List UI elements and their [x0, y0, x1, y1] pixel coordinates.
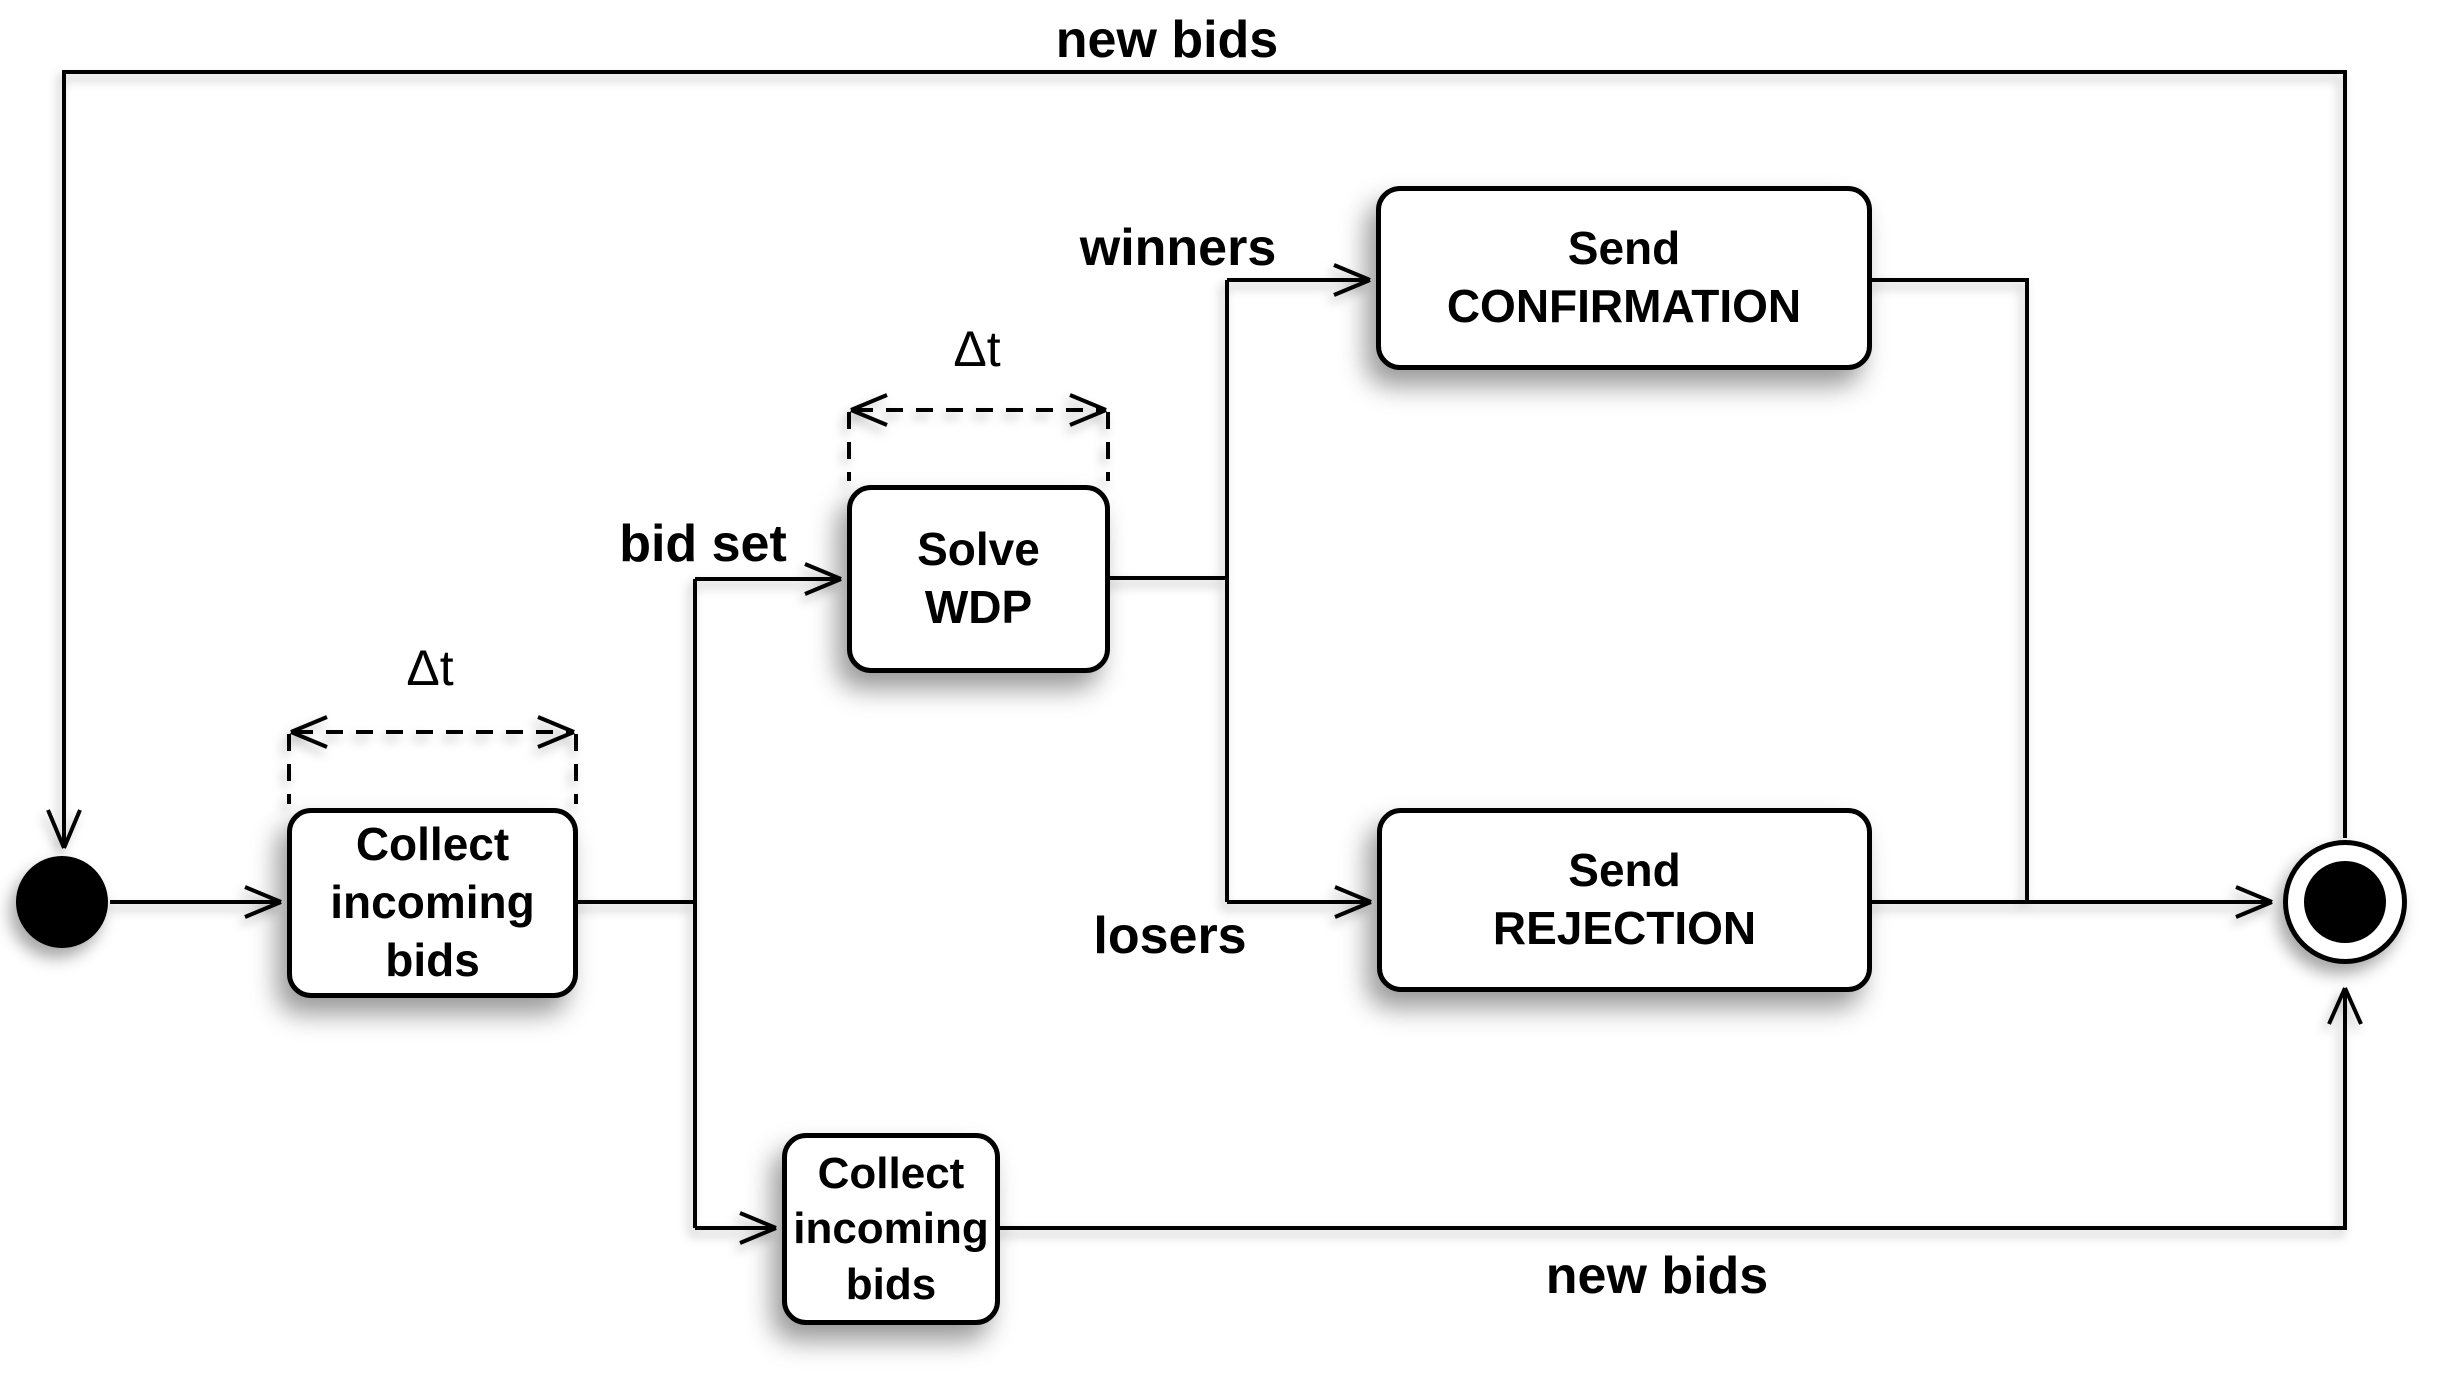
- arrowhead: [804, 562, 842, 596]
- activity-label-line: REJECTION: [1492, 902, 1757, 954]
- arrowhead: [46, 809, 82, 849]
- delta-t-bracket-solve: [847, 393, 1110, 481]
- activity-collect-incoming-bids-1: Collect incoming bids: [287, 808, 578, 998]
- initial-state-node: [16, 856, 108, 948]
- edge-label-winners: winners: [1079, 219, 1277, 277]
- activity-label-line: Solve: [917, 523, 1040, 576]
- dashed-line: [847, 408, 1110, 481]
- line: [1872, 278, 2029, 902]
- activity-label-line: Send: [1568, 844, 1681, 897]
- activity-label-line: CONFIRMATION: [1446, 280, 1802, 332]
- edge-rejection-to-final: [1872, 885, 2273, 919]
- edge-solve-split: [1110, 280, 1229, 902]
- edge-branch-to-collect2: [695, 1211, 777, 1245]
- arrowhead: [1334, 885, 1372, 919]
- final-state-node: [2283, 840, 2407, 964]
- activity-collect-incoming-bids-2: Collect incoming bids: [782, 1133, 1000, 1325]
- edge-label-new-bids-bottom: new bids: [1545, 1247, 1769, 1305]
- arrowhead: [244, 885, 282, 919]
- edge-winners: [1227, 263, 1371, 297]
- arrowhead: [1333, 263, 1371, 297]
- edge-label-new-bids-top: new bids: [1055, 11, 1279, 69]
- activity-solve-wdp: Solve WDP: [847, 485, 1110, 673]
- activity-send-confirmation: Send CONFIRMATION: [1376, 186, 1872, 370]
- activity-label-line: Collect: [817, 1148, 965, 1198]
- line: [578, 579, 697, 1228]
- arrowhead: [290, 715, 575, 749]
- edge-losers: [1227, 885, 1372, 919]
- activity-label-line: WDP: [924, 581, 1033, 633]
- edge-new-bids-bottom: [1000, 987, 2363, 1230]
- delta-t-bracket-collect: [287, 715, 578, 804]
- activity-send-rejection: Send REJECTION: [1377, 808, 1872, 992]
- arrowhead: [2327, 987, 2363, 1025]
- arrowhead: [739, 1211, 777, 1245]
- arrowhead: [850, 393, 1107, 427]
- edge-label-bid-set: bid set: [619, 515, 787, 573]
- edge-initial-to-collect: [110, 885, 282, 919]
- line: [1110, 280, 1229, 902]
- activity-label-line: bids: [845, 1259, 937, 1309]
- line: [1000, 990, 2347, 1230]
- edge-bid-set: [695, 562, 842, 596]
- activity-label-line: Collect: [355, 818, 510, 871]
- line: [62, 70, 2347, 846]
- activity-label-line: Send: [1567, 222, 1681, 275]
- edge-new-bids-top: [46, 70, 2347, 849]
- edge-collect-branch: [578, 579, 697, 1228]
- delta-t-label-solve: Δt: [953, 321, 1001, 377]
- edge-confirmation-out: [1872, 278, 2029, 902]
- arrowhead: [2235, 885, 2273, 919]
- activity-label-line: bids: [385, 933, 480, 986]
- activity-label-line: incoming: [793, 1204, 989, 1254]
- dashed-line: [287, 730, 578, 804]
- final-state-core: [2304, 861, 2386, 943]
- activity-label-line: incoming: [330, 876, 535, 929]
- edge-label-losers: losers: [1093, 907, 1247, 965]
- delta-t-label-collect: Δt: [406, 640, 454, 696]
